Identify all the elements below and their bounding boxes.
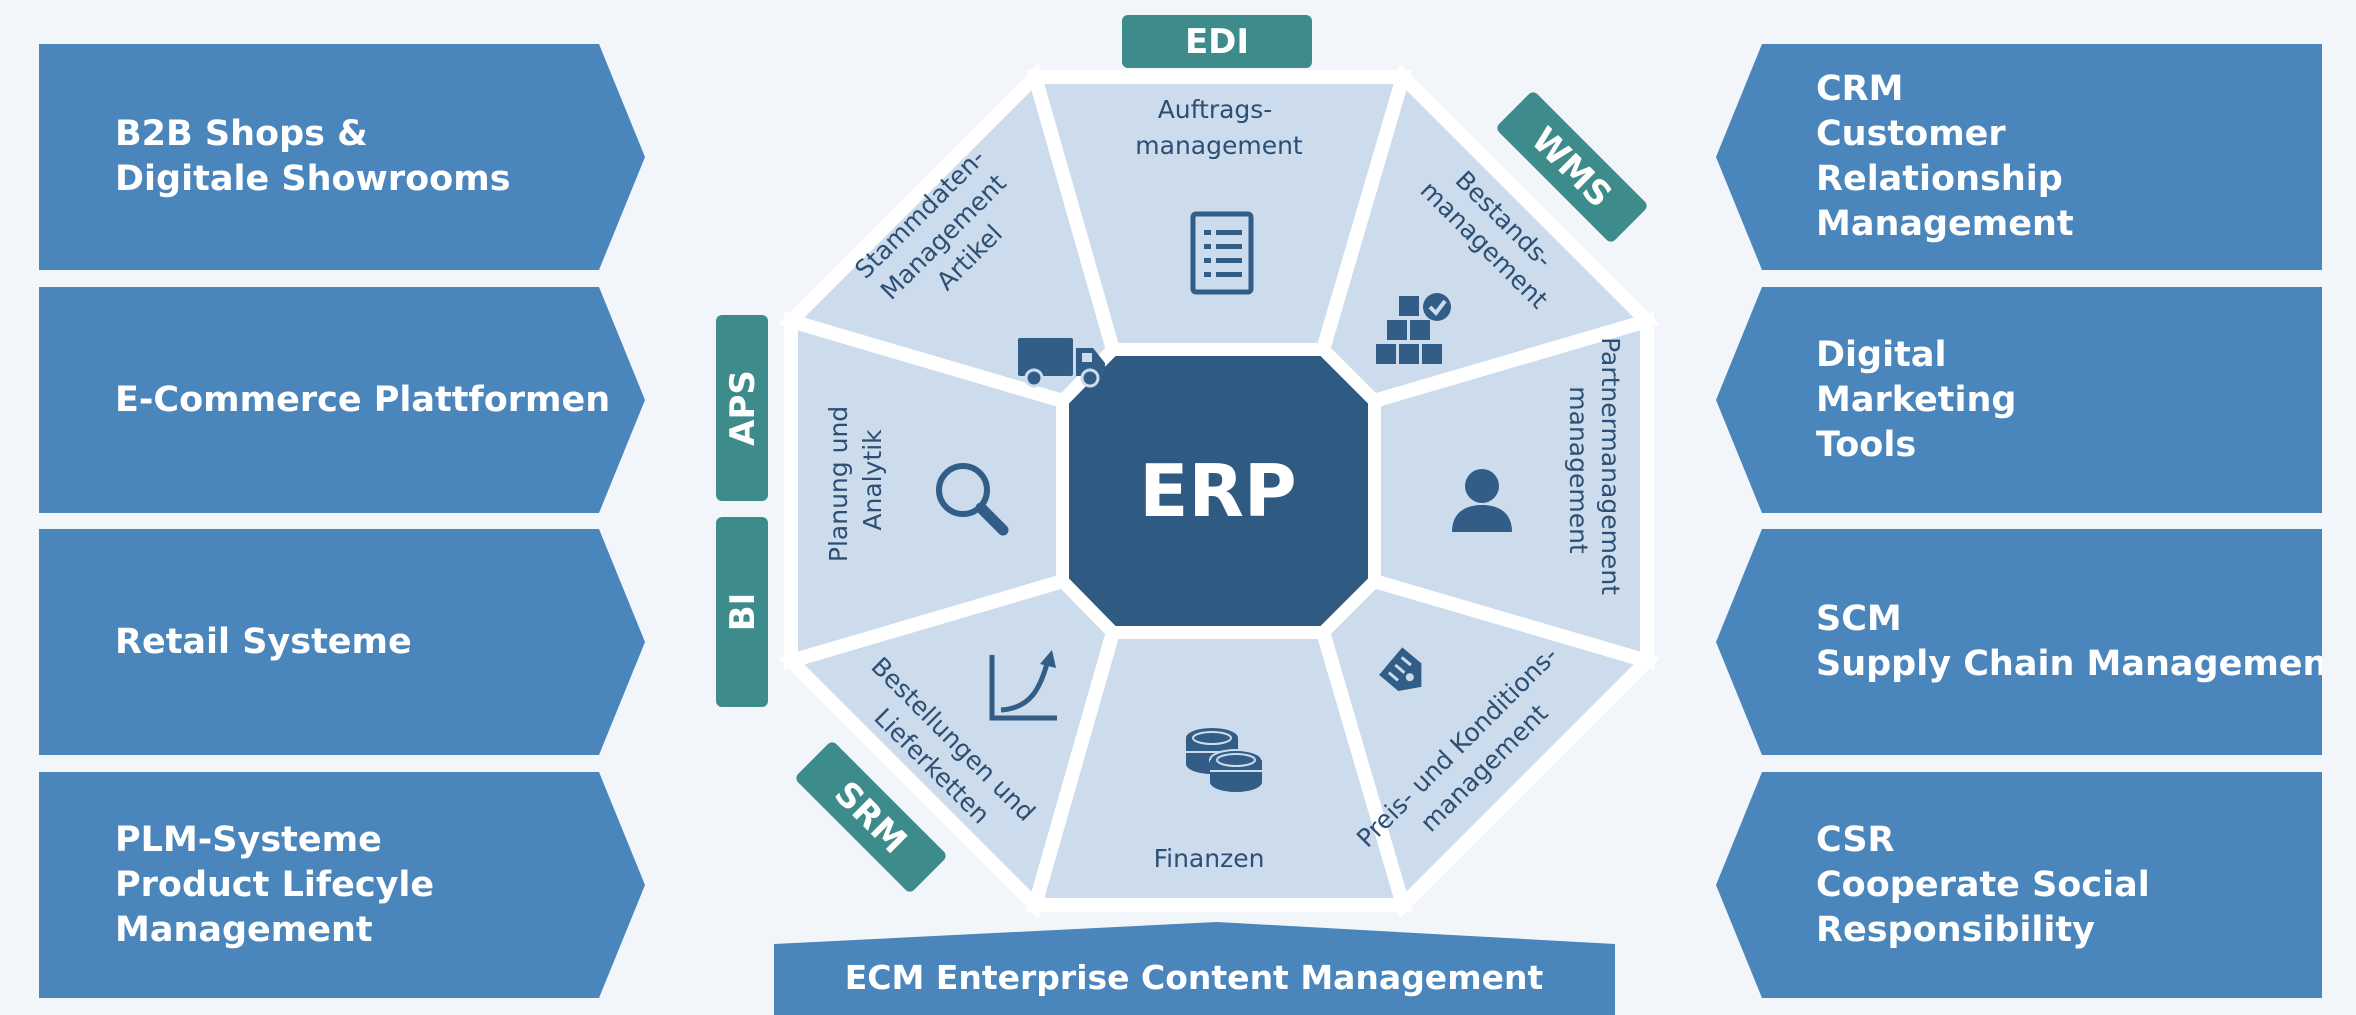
box-e-commerce-text: E-Commerce Plattformen [115, 287, 610, 513]
box-retail: Retail Systeme [39, 529, 645, 755]
box-line: Digital [1816, 334, 1947, 375]
box-line: Relationship [1816, 159, 2063, 199]
box-e-commerce: E-Commerce Plattformen [39, 287, 645, 513]
erp-title: ERP [1139, 449, 1296, 533]
price-tag-icon [1379, 647, 1422, 692]
box-b2b-shops-text: B2B Shops & Digitale Showrooms [115, 44, 511, 270]
ecm-banner-label: ECM Enterprise Content Management [845, 958, 1544, 997]
auftrag-label: Auftrags- management [1135, 95, 1303, 160]
box-csr: CSR Cooperate Social Responsibility [1716, 772, 2322, 998]
box-retail-text: Retail Systeme [115, 529, 412, 755]
box-plm-text: PLM-Systeme Product Lifecyle Management [115, 772, 434, 998]
coins-icon [1186, 728, 1263, 792]
box-line: CSR [1816, 819, 1895, 860]
box-line: Marketing [1816, 379, 2017, 420]
box-line: Retail Systeme [115, 621, 412, 662]
box-line: SCM [1816, 599, 1902, 639]
box-line: Supply Chain Management [1816, 644, 2345, 684]
tag-aps: APS [716, 315, 768, 501]
box-scm-text: SCM Supply Chain Management [1816, 529, 2345, 755]
growth-chart-icon [989, 650, 1057, 721]
label-line: Auftrags- [1158, 95, 1273, 124]
box-line: Customer [1816, 114, 2006, 154]
label-line: Analytik [858, 429, 887, 531]
label-line: management [1135, 131, 1303, 160]
tag-edi: EDI [1122, 15, 1312, 68]
box-crm-text: CRM Customer Relationship Management [1816, 44, 2074, 270]
tag-aps-label: APS [723, 370, 763, 446]
person-icon [1452, 469, 1512, 532]
box-line: Tools [1816, 424, 1917, 465]
box-plm: PLM-Systeme Product Lifecyle Management [39, 772, 645, 998]
document-list-icon [1190, 211, 1254, 295]
magnifier-icon [936, 463, 1009, 536]
box-line: B2B Shops & [115, 114, 368, 154]
finanzen-label: Finanzen [1154, 844, 1265, 873]
box-line: Product Lifecyle [115, 864, 435, 905]
box-line: Digitale Showrooms [115, 159, 511, 199]
ecm-banner [774, 922, 1615, 1015]
truck-icon [1018, 338, 1105, 388]
box-line: Management [115, 909, 373, 950]
box-line: Cooperate Social [1816, 864, 2150, 905]
box-b2b-shops: B2B Shops & Digitale Showrooms [39, 44, 645, 270]
tag-wms: WMS [1497, 92, 1647, 242]
tag-bi-label: BI [723, 593, 763, 632]
box-line: Responsibility [1816, 909, 2095, 950]
box-csr-text: CSR Cooperate Social Responsibility [1816, 772, 2150, 998]
box-line: Management [1816, 204, 2074, 244]
label-line: management [1564, 386, 1593, 554]
box-digital-marketing-text: Digital Marketing Tools [1816, 287, 2016, 513]
partner-label: Partnermanagement management [1564, 337, 1625, 603]
box-line: PLM-Systeme [115, 819, 382, 860]
box-line: E-Commerce Plattformen [115, 379, 611, 420]
box-crm: CRM Customer Relationship Management [1716, 44, 2322, 270]
label-line: Partnermanagement [1596, 337, 1625, 595]
erp-center [1057, 344, 1380, 638]
boxes-check-icon [1376, 293, 1451, 364]
box-line: CRM [1816, 69, 1904, 109]
tag-edi-label: EDI [1185, 22, 1249, 62]
tag-bi: BI [716, 517, 768, 707]
box-scm: SCM Supply Chain Management [1716, 529, 2322, 755]
box-digital-marketing: Digital Marketing Tools [1716, 287, 2322, 513]
label-line: Planung und [824, 406, 853, 562]
planung-label: Planung und Analytik [824, 398, 887, 562]
